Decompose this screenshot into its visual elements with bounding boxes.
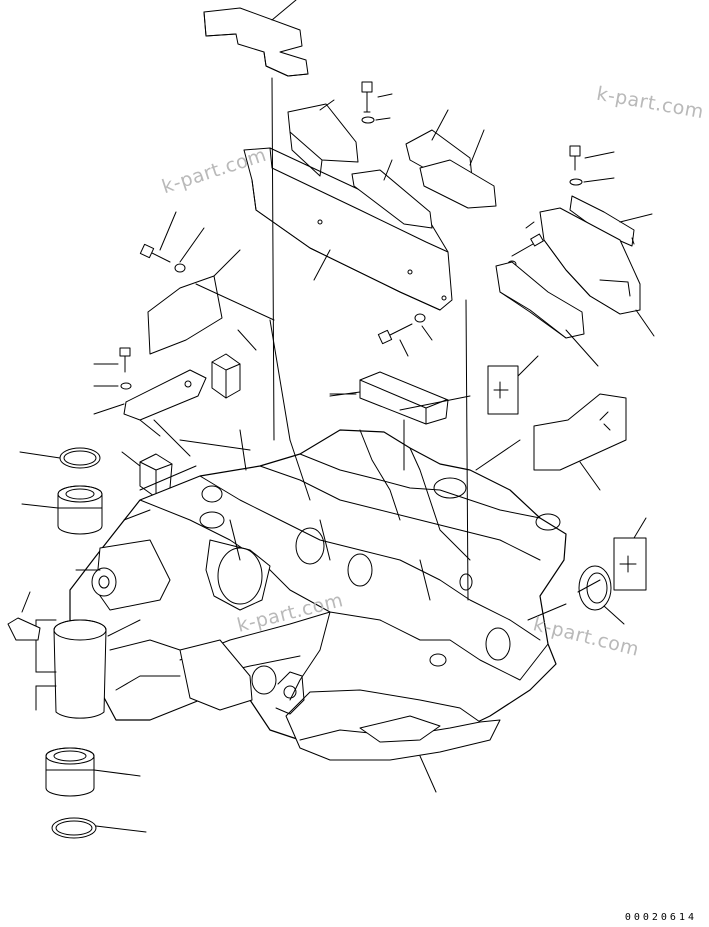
- rubber-block-b: [122, 452, 172, 496]
- top-cover-block: [204, 0, 308, 76]
- bushing-top: [22, 486, 102, 534]
- small-bolt-right: [508, 222, 543, 267]
- pad-square-a: [488, 356, 538, 414]
- stay-bolt: [94, 348, 131, 414]
- stay-bracket: [124, 370, 206, 436]
- left-bolt: [140, 212, 204, 272]
- pad-square-b: [614, 518, 646, 590]
- drawing-code: 00020614: [624, 912, 697, 923]
- cover-pad-a: [288, 100, 358, 176]
- rubber-block-a: [212, 354, 240, 398]
- mounting-bolt: [362, 82, 392, 123]
- right-bracket: [570, 146, 634, 246]
- upper-plate: [244, 148, 452, 310]
- small-bolt-center: [378, 314, 432, 356]
- boom-bracket: [76, 510, 170, 610]
- cover-pad-c: [406, 110, 496, 208]
- pad-long: [534, 394, 626, 490]
- bushing-bottom: [46, 748, 140, 796]
- grease-fitting: [8, 592, 40, 640]
- shim-ring-bottom: [52, 818, 146, 838]
- shim-ring-top: [20, 448, 100, 468]
- swing-post-boss: [36, 620, 106, 718]
- seal-ring: [579, 566, 624, 624]
- left-cover-plate: [148, 250, 274, 354]
- cover-pad-b: [352, 160, 432, 228]
- revolving-frame: [70, 430, 566, 756]
- leader-lines: [108, 78, 600, 636]
- under-cover: [286, 690, 500, 792]
- right-cover: [540, 208, 654, 336]
- hose-connector: [276, 672, 304, 714]
- right-stay-plate: [496, 262, 598, 366]
- long-bar: [330, 372, 448, 424]
